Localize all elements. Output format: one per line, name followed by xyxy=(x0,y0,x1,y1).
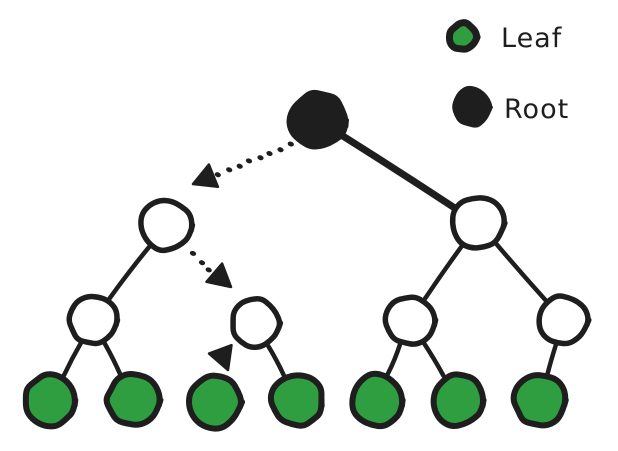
legend-label-root: Root xyxy=(504,94,569,125)
arrow-dot xyxy=(236,163,243,169)
arrow-head-icon xyxy=(191,163,220,189)
arrow-head-icon xyxy=(207,343,233,372)
leaf-node-shape xyxy=(430,371,487,429)
traversal-arrows-layer xyxy=(189,141,294,372)
tree-node-n1[interactable] xyxy=(138,197,196,254)
arrow-dot xyxy=(277,147,284,153)
arrow-dot xyxy=(287,141,294,147)
tree-node-leaf4[interactable] xyxy=(267,372,325,429)
legend: Leaf Root xyxy=(445,19,569,128)
tree-edge xyxy=(545,342,559,376)
tree-node-n2[interactable] xyxy=(449,195,508,251)
arrow-n4-to-leaf3 xyxy=(207,343,233,372)
tree-node-leaf1[interactable] xyxy=(22,371,79,430)
leaf-node-shape xyxy=(185,372,246,432)
arrow-dot xyxy=(226,167,233,173)
leaf-node-shape xyxy=(510,372,569,429)
root-node-shape xyxy=(286,89,349,150)
tree-node-n3[interactable] xyxy=(66,293,121,347)
tree-node-leaf6[interactable] xyxy=(430,371,487,429)
arrow-dot xyxy=(189,250,197,256)
internal-node-shape xyxy=(449,195,508,251)
tree-node-leaf7[interactable] xyxy=(510,372,569,429)
edges-layer xyxy=(61,132,559,379)
internal-node-shape xyxy=(382,294,439,347)
arrow-dot xyxy=(266,150,273,157)
tree-edge xyxy=(494,241,549,303)
leaf-node-shape xyxy=(103,370,164,428)
tree-node-n4[interactable] xyxy=(230,296,284,351)
leaf-node-shape xyxy=(22,371,79,430)
arrow-dot xyxy=(214,172,221,178)
arrow-n1-to-n4 xyxy=(189,250,233,289)
tree-edge xyxy=(61,340,84,378)
tree-node-leaf2[interactable] xyxy=(103,370,164,428)
tree-edge xyxy=(106,244,152,302)
tree-edge xyxy=(265,343,287,378)
tree-node-n6[interactable] xyxy=(536,293,592,347)
tree-node-root[interactable] xyxy=(286,89,349,150)
arrow-dot xyxy=(198,260,206,266)
tree-edge xyxy=(339,132,458,212)
tree-edge xyxy=(385,341,403,377)
internal-node-shape xyxy=(66,293,121,347)
leaf-node-shape xyxy=(267,372,325,429)
nodes-layer xyxy=(22,89,592,432)
tree-edge xyxy=(422,243,465,301)
leaf-node-shape xyxy=(349,370,406,430)
arrow-dot xyxy=(245,158,253,164)
arrow-root-to-n1 xyxy=(191,141,294,189)
arrow-dot xyxy=(205,267,212,273)
tree-node-leaf3[interactable] xyxy=(185,372,246,432)
legend-swatch-leaf-icon xyxy=(445,19,481,53)
legend-label-leaf: Leaf xyxy=(501,23,563,54)
arrow-dot xyxy=(257,155,264,161)
tree-node-n5[interactable] xyxy=(382,294,439,347)
internal-node-shape xyxy=(138,197,196,254)
tree-node-leaf5[interactable] xyxy=(349,370,406,430)
tree-edge xyxy=(102,341,123,378)
legend-swatch-root-icon xyxy=(452,85,493,128)
tree-edge xyxy=(421,340,446,379)
internal-node-shape xyxy=(230,296,284,351)
arrow-head-icon xyxy=(205,262,233,289)
internal-node-shape xyxy=(536,293,592,347)
